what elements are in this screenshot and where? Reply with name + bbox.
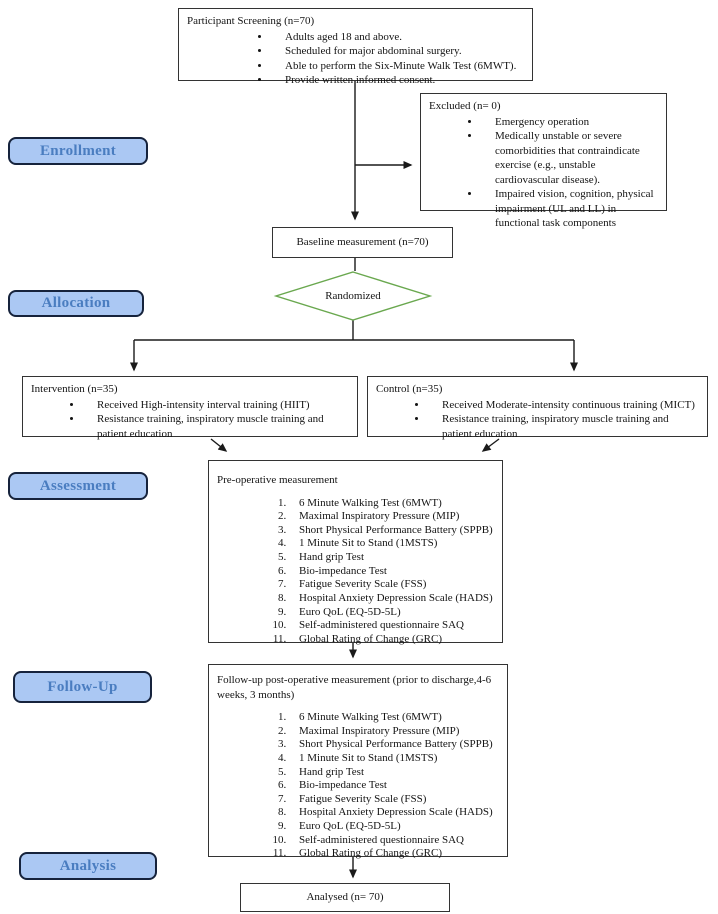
preop-title: Pre-operative measurement: [217, 474, 338, 486]
list-item: Euro QoL (EQ-5D-5L): [289, 606, 494, 620]
list-item: Self-administered questionnaire SAQ: [289, 619, 494, 633]
list-item: Adults aged 18 and above.: [271, 30, 524, 45]
stage-label-followup: Follow-Up: [13, 671, 152, 703]
stage-label-enrollment: Enrollment: [8, 137, 148, 165]
followup-title: Follow-up post-operative measurement (pr…: [217, 674, 492, 701]
list-item: Short Physical Performance Battery (SPPB…: [289, 524, 494, 538]
stage-label-assessment: Assessment: [8, 472, 148, 500]
excluded-box: Excluded (n= 0) Emergency operationMedic…: [420, 93, 667, 229]
excluded-bullets: Emergency operationMedically unstable or…: [429, 115, 658, 231]
intervention-box: Intervention (n=35) Received High-intens…: [22, 376, 358, 440]
screening-box: Participant Screening (n=70) Adults aged…: [178, 8, 533, 86]
list-item: Hospital Anxiety Depression Scale (HADS): [289, 592, 494, 606]
list-item: Global Rating of Change (GRC): [289, 847, 499, 861]
stage-label-analysis: Analysis: [19, 852, 157, 880]
stage-label-enrollment-text: Enrollment: [39, 142, 117, 159]
screening-bullets: Adults aged 18 and above.Scheduled for m…: [187, 30, 524, 88]
list-item: 1 Minute Sit to Stand (1MSTS): [289, 537, 494, 551]
stage-label-allocation-text: Allocation: [41, 295, 111, 311]
list-item: Resistance training, inspiratory muscle …: [83, 412, 349, 441]
list-item: Fatigue Severity Scale (FSS): [289, 578, 494, 592]
randomized-title: Randomized: [325, 290, 381, 302]
list-item: Provide written informed consent.: [271, 73, 524, 88]
stage-label-allocation: Allocation: [8, 290, 144, 317]
list-item: Able to perform the Six-Minute Walk Test…: [271, 59, 524, 74]
stage-label-analysis-text: Analysis: [59, 857, 117, 874]
analysed-title: Analysed (n= 70): [306, 891, 384, 904]
list-item: Bio-impedance Test: [289, 565, 494, 579]
list-item: 1 Minute Sit to Stand (1MSTS): [289, 752, 499, 766]
list-item: 6 Minute Walking Test (6MWT): [289, 711, 499, 725]
excluded-title: Excluded (n= 0): [429, 100, 501, 112]
intervention-title: Intervention (n=35): [31, 383, 118, 395]
list-item: Received High-intensity interval trainin…: [83, 398, 349, 413]
baseline-title: Baseline measurement (n=70): [296, 236, 429, 249]
list-item: Hand grip Test: [289, 766, 499, 780]
baseline-box: Baseline measurement (n=70): [272, 227, 453, 258]
list-item: Medically unstable or severe comorbiditi…: [481, 129, 658, 187]
stage-label-followup-text: Follow-Up: [47, 678, 118, 695]
stage-label-assessment-text: Assessment: [39, 477, 117, 494]
list-item: Fatigue Severity Scale (FSS): [289, 793, 499, 807]
list-item: Hand grip Test: [289, 551, 494, 565]
list-item: Self-administered questionnaire SAQ: [289, 834, 499, 848]
list-item: Short Physical Performance Battery (SPPB…: [289, 738, 499, 752]
followup-list: 6 Minute Walking Test (6MWT)Maximal Insp…: [217, 711, 499, 861]
followup-box: Follow-up post-operative measurement (pr…: [208, 664, 508, 859]
list-item: Scheduled for major abdominal surgery.: [271, 44, 524, 59]
analysed-box: Analysed (n= 70): [240, 883, 450, 912]
list-item: Received Moderate-intensity continuous t…: [428, 398, 699, 413]
randomized-diamond-label: Randomized: [276, 272, 430, 320]
control-box: Control (n=35) Received Moderate-intensi…: [367, 376, 708, 440]
intervention-bullets: Received High-intensity interval trainin…: [31, 398, 349, 442]
list-item: Global Rating of Change (GRC): [289, 633, 494, 647]
screening-title: Participant Screening (n=70): [187, 15, 315, 27]
preop-list: 6 Minute Walking Test (6MWT)Maximal Insp…: [217, 497, 494, 647]
control-bullets: Received Moderate-intensity continuous t…: [376, 398, 699, 442]
control-title: Control (n=35): [376, 383, 443, 395]
list-item: Maximal Inspiratory Pressure (MIP): [289, 725, 499, 739]
list-item: 6 Minute Walking Test (6MWT): [289, 497, 494, 511]
preop-box: Pre-operative measurement 6 Minute Walki…: [208, 460, 503, 645]
list-item: Impaired vision, cognition, physical imp…: [481, 187, 658, 231]
list-item: Euro QoL (EQ-5D-5L): [289, 820, 499, 834]
list-item: Resistance training, inspiratory muscle …: [428, 412, 699, 441]
list-item: Bio-impedance Test: [289, 779, 499, 793]
list-item: Maximal Inspiratory Pressure (MIP): [289, 510, 494, 524]
list-item: Emergency operation: [481, 115, 658, 130]
list-item: Hospital Anxiety Depression Scale (HADS): [289, 806, 499, 820]
